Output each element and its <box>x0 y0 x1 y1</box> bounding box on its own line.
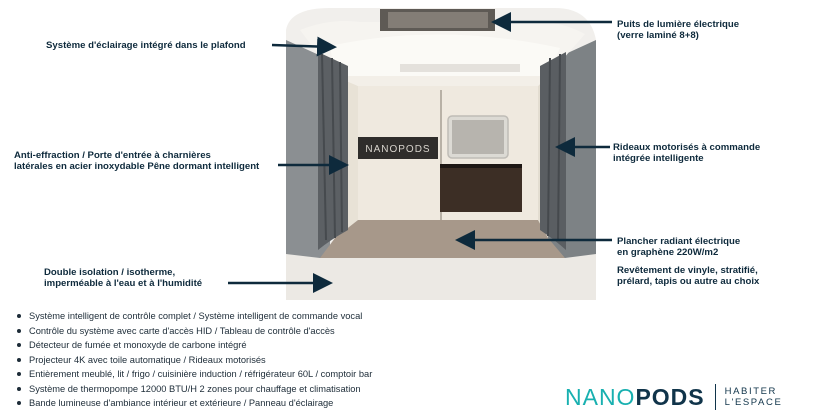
brand-divider <box>714 384 716 410</box>
brand-tagline: HABITER L'ESPACE <box>724 386 783 408</box>
wall-sign: NANOPODS <box>365 144 430 155</box>
feature-item: Détecteur de fumée et monoxyde de carbon… <box>14 338 372 353</box>
feature-item: Projecteur 4K avec toile automatique / R… <box>14 353 372 368</box>
label-covering: Revêtement de vinyle, stratifié, prélard… <box>617 265 760 287</box>
brand-block: NANOPODS HABITER L'ESPACE <box>565 384 782 410</box>
feature-item: Bande lumineuse d'ambiance intérieur et … <box>14 396 372 411</box>
brand-logo: NANOPODS <box>565 383 705 410</box>
feature-item: Entièrement meublé, lit / frigo / cuisin… <box>14 367 372 382</box>
label-insulation: Double isolation / isotherme, imperméabl… <box>44 267 203 289</box>
label-curtains: Rideaux motorisés à commande intégrée in… <box>613 142 761 164</box>
feature-item: Contrôle du système avec carte d'accès H… <box>14 324 372 339</box>
arrow-ceiling-lighting <box>271 36 337 57</box>
label-ceiling-lighting: Système d'éclairage intégré dans le plaf… <box>46 40 246 51</box>
feature-item: Système intelligent de contrôle complet … <box>14 309 372 324</box>
feature-item: Système de thermopompe 12000 BTU/H 2 zon… <box>14 382 372 397</box>
feature-list: Système intelligent de contrôle complet … <box>14 309 372 411</box>
label-skylight: Puits de lumière électrique (verre lamin… <box>617 19 740 41</box>
label-floor: Plancher radiant électrique en graphène … <box>617 236 741 258</box>
label-door: Anti-effraction / Porte d'entrée à charn… <box>14 150 260 172</box>
